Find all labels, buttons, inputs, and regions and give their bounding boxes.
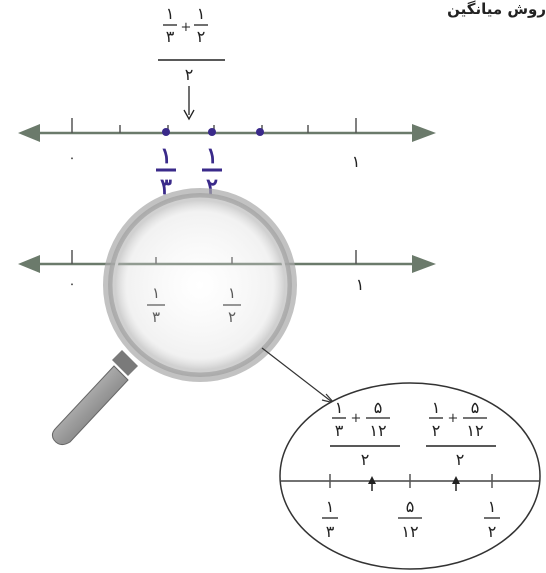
- dot-one-half: [256, 128, 264, 136]
- svg-text:۳: ۳: [335, 421, 344, 440]
- left-arrow-icon: [18, 124, 40, 142]
- svg-text:۲: ۲: [432, 421, 441, 440]
- dot-one-third: [162, 128, 170, 136]
- up-arrow-icon-2: [452, 476, 460, 484]
- svg-text:+: +: [448, 411, 459, 426]
- svg-text:۱: ۱: [335, 398, 344, 417]
- svg-text:۱: ۱: [432, 398, 441, 417]
- zoom-label-3-n: ۱: [488, 497, 497, 516]
- zoom-label-3-d: ۲: [488, 522, 497, 541]
- plus-sign: +: [181, 20, 192, 35]
- numerator-a: ۱: [166, 4, 175, 23]
- left-arrow-icon-2: [18, 255, 40, 273]
- svg-text:۲: ۲: [361, 450, 370, 469]
- zoom-detail: ۱ ۳ + ۵ ۱۲ ۲ ۱ ۲ + ۵ ۱۲ ۲: [279, 382, 541, 570]
- frac1-numerator: ۱: [160, 143, 172, 169]
- top-expression: ۱ ۳ + ۱ ۲ ۲: [158, 4, 225, 121]
- svg-text:۵: ۵: [374, 398, 383, 417]
- frac2-numerator: ۱: [206, 143, 218, 169]
- label-one-2: ۱: [356, 275, 365, 294]
- right-arrow-icon: [412, 124, 436, 142]
- svg-text:۵: ۵: [471, 398, 480, 417]
- svg-text:۱۲: ۱۲: [369, 421, 386, 440]
- zoom-expression-1: ۱ ۳ + ۵ ۱۲ ۲: [330, 398, 400, 469]
- zoom-pointer: [261, 347, 333, 403]
- zoom-label-1-n: ۱: [326, 497, 335, 516]
- expression-denominator: ۲: [185, 65, 194, 84]
- label-zero-2: ۰: [69, 277, 76, 292]
- zoom-label-2-n: ۵: [406, 497, 415, 516]
- denominator-b: ۳: [166, 27, 175, 46]
- svg-text:۲: ۲: [456, 450, 465, 469]
- zoom-label-2-d: ۱۲: [401, 522, 418, 541]
- label-zero: ۰: [69, 151, 76, 166]
- up-arrow-icon-1: [368, 476, 376, 484]
- zoom-expression-2: ۱ ۲ + ۵ ۱۲ ۲: [426, 398, 496, 469]
- magnifier-icon: [51, 188, 297, 446]
- page-title: روش میانگین: [447, 0, 546, 18]
- label-one: ۱: [352, 152, 361, 171]
- denominator-d: ۲: [197, 27, 206, 46]
- down-arrow-icon: [183, 109, 195, 121]
- svg-text:+: +: [351, 411, 362, 426]
- numerator-c: ۱: [197, 4, 206, 23]
- right-arrow-icon-2: [412, 255, 436, 273]
- zoom-label-1-d: ۳: [326, 522, 335, 541]
- svg-text:۱۲: ۱۲: [466, 421, 483, 440]
- number-line-1: ۰ ۱ ۱ ۳ ۱ ۲: [18, 118, 436, 200]
- dot-midpoint: [208, 128, 216, 136]
